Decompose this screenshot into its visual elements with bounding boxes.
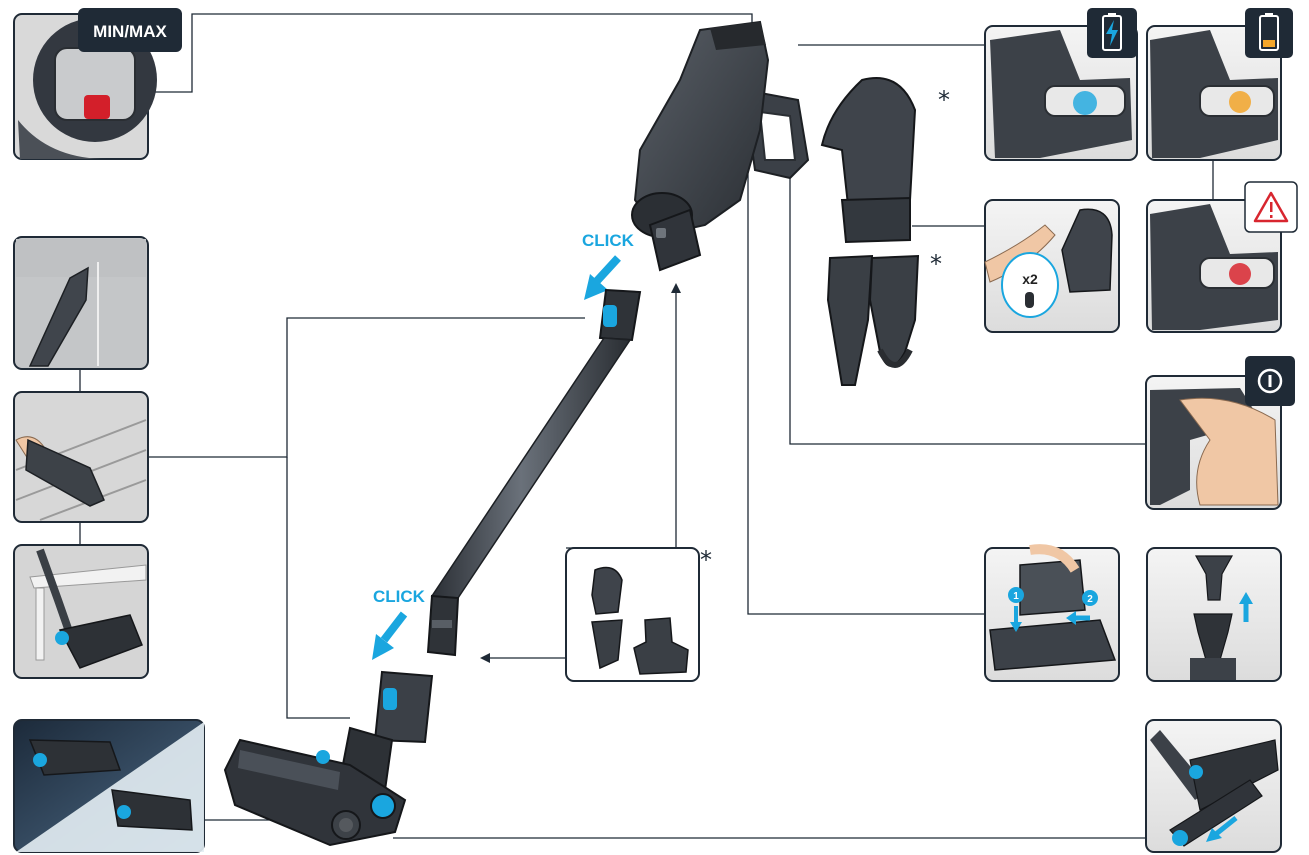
- battery-low-icon: [1259, 13, 1279, 51]
- click-arrow-bottom: [380, 611, 408, 643]
- min-max-label: MIN/MAX: [93, 22, 167, 41]
- click-arrowhead-top: [584, 274, 608, 300]
- panel-battery-low: [1146, 8, 1293, 161]
- extension-tube: [426, 288, 642, 657]
- panel-power-trigger: [1145, 356, 1295, 510]
- battery-charging-icon: [1102, 13, 1122, 51]
- panel-filter-release: 1 2: [984, 544, 1120, 682]
- panel-battery-charging: [984, 8, 1138, 161]
- panel-holder-mounting: x2: [984, 199, 1120, 333]
- optional-marker-tools: *: [930, 250, 942, 278]
- optional-marker-holder: *: [938, 86, 950, 114]
- panel-ceiling-use: [13, 236, 149, 370]
- handheld-unit: [631, 20, 810, 272]
- click-label-top: CLICK: [582, 231, 635, 250]
- panel-dark-floor-light: [13, 719, 205, 853]
- repeat-count-label: x2: [1022, 271, 1038, 287]
- step-two-label: 2: [1087, 594, 1093, 605]
- crevice-and-brush-tools: *: [826, 250, 942, 386]
- optional-marker-kit: *: [700, 546, 712, 574]
- arrow-head-up: [671, 283, 681, 293]
- min-max-panel: MIN/MAX: [13, 8, 182, 160]
- click-label-bottom: CLICK: [373, 587, 426, 606]
- accessory-holder: *: [820, 77, 950, 244]
- warning-triangle-icon: [1253, 191, 1289, 223]
- main-vacuum: CLICK CLICK: [223, 20, 810, 847]
- panel-brush-roll-removal: [1145, 719, 1282, 853]
- panel-battery-error: [1146, 181, 1298, 333]
- panel-under-table-use: [13, 544, 149, 679]
- click-arrowhead-bottom: [372, 634, 394, 660]
- floor-nozzle: [223, 670, 434, 847]
- arrow-head-left: [480, 653, 490, 663]
- panel-stairs-use: [13, 391, 149, 523]
- click-arrow-top: [593, 255, 621, 285]
- min-max-button-red: [84, 95, 110, 119]
- power-icon: [1257, 368, 1283, 394]
- accessory-kit-panel: *: [565, 546, 712, 682]
- step-one-label: 1: [1013, 591, 1019, 602]
- panel-filter-lift: [1146, 547, 1282, 682]
